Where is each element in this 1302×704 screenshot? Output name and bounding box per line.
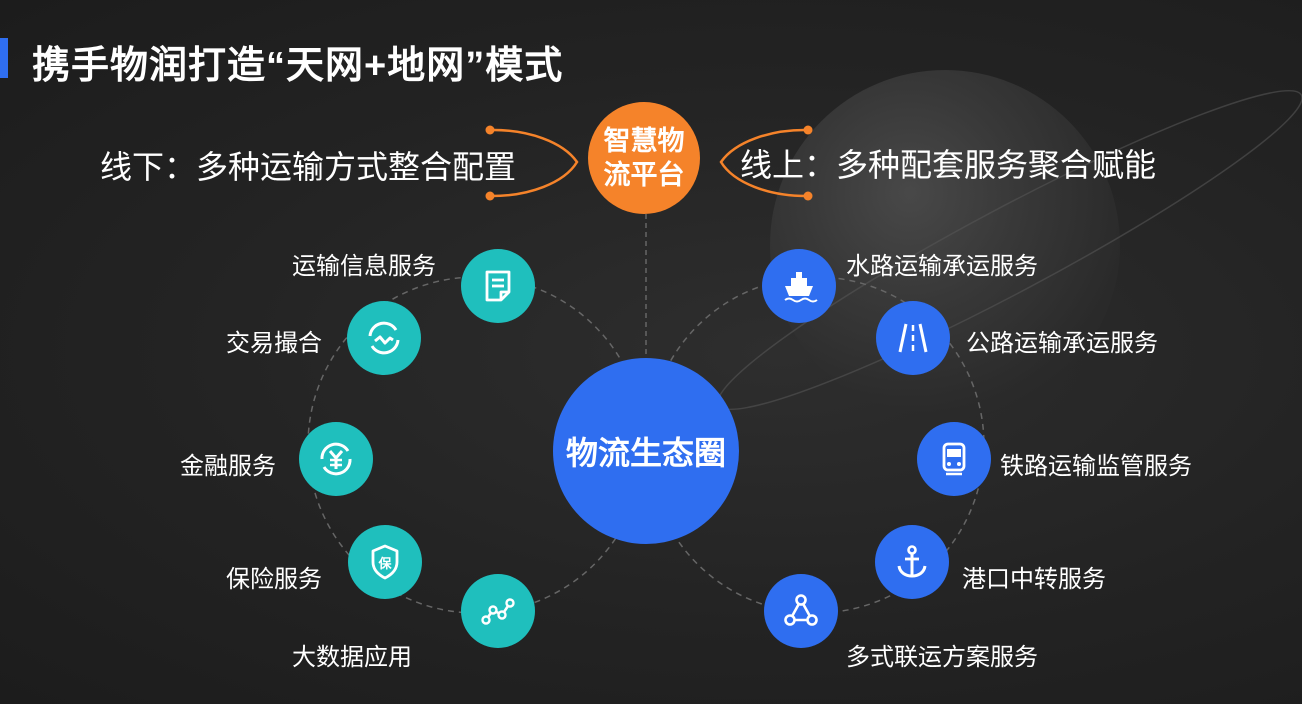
right-orange-arc [719, 128, 809, 198]
ship-icon [784, 272, 818, 303]
road-icon [898, 323, 928, 353]
line-chart-icon-node [461, 574, 535, 648]
left-arc-dot-top [485, 125, 495, 135]
yuan-icon-node [299, 422, 373, 496]
road-icon-node [876, 301, 950, 375]
ship-icon-node [762, 249, 836, 323]
service-label-waterway: 水路运输承运服务 [846, 253, 1038, 280]
exchange-icon-node [347, 301, 421, 375]
service-label-insurance: 保险服务 [226, 566, 322, 593]
shield-icon-node: 保 [348, 525, 422, 599]
service-label-transport-info: 运输信息服务 [292, 253, 436, 280]
anchor-icon [897, 545, 927, 578]
service-label-finance: 金融服务 [180, 453, 276, 480]
offline-description: 线下：多种运输方式整合配置 [100, 149, 517, 185]
online-description: 线上：多种配套服务聚合赋能 [740, 147, 1157, 183]
logistics-ecosystem-center: 物流生态圈 [553, 358, 739, 544]
network-icon-node [764, 574, 838, 648]
shield-icon: 保 [371, 544, 399, 580]
service-label-railway: 铁路运输监管服务 [1000, 453, 1192, 480]
network-icon [784, 594, 818, 626]
left-arc-dot-bottom [485, 191, 495, 201]
left-orange-arc [489, 128, 579, 198]
anchor-icon-node [875, 525, 949, 599]
line-chart-icon [481, 598, 515, 625]
service-label-big-data: 大数据应用 [292, 644, 412, 671]
service-label-port-transfer: 港口中转服务 [962, 566, 1106, 593]
hub-label: 智慧物流平台 [603, 126, 685, 190]
service-label-trade-matching: 交易撮合 [226, 330, 322, 357]
center-label: 物流生态圈 [565, 435, 726, 471]
svg-text:保: 保 [377, 556, 392, 572]
service-label-multimodal: 多式联运方案服务 [846, 644, 1038, 671]
document-icon [485, 270, 511, 302]
exchange-icon [368, 321, 400, 355]
document-icon-node [461, 249, 535, 323]
title-accent-bar [0, 38, 8, 78]
right-arc-dot-top [803, 125, 813, 135]
train-icon [942, 442, 966, 476]
yuan-icon [320, 442, 352, 476]
right-arc-dot-bottom [803, 191, 813, 201]
page-title: 携手物润打造“天网+地网”模式 [32, 45, 564, 87]
service-label-highway: 公路运输承运服务 [966, 330, 1158, 357]
planet-background-image [770, 70, 1120, 420]
smart-logistics-platform-hub: 智慧物流平台 [588, 102, 700, 214]
train-icon-node [917, 422, 991, 496]
